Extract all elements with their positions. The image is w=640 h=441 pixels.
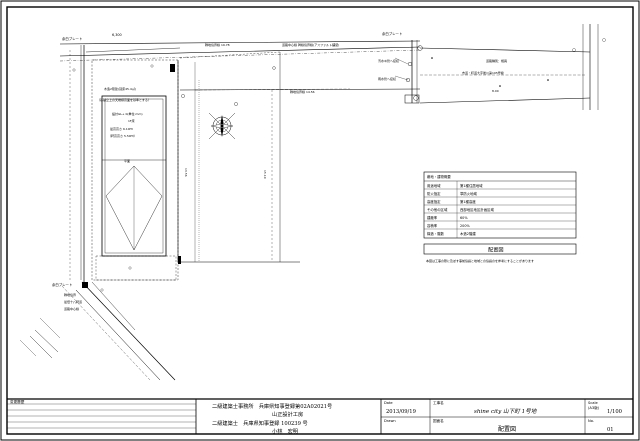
- corner-plate-label-tl: 余白ブレート: [62, 36, 82, 41]
- corner-plate-label-bl: 余白ブレート: [52, 282, 72, 287]
- date-value: 2013/09/19: [386, 409, 416, 415]
- drawn-label: Drawn: [384, 419, 396, 423]
- sheet-number: 01: [607, 427, 614, 433]
- rain-pipe-label: 雨水管へ接続: [378, 76, 396, 81]
- table-title: 敷地・建物概要: [427, 174, 451, 179]
- design-gl-label: 設計GL+ 0(単位:mm): [112, 111, 143, 116]
- road-label-b: 道路中心線 幹線境界線(アスファルト舗装): [282, 42, 339, 47]
- building-note-2: （基礎立上の天端標高面を基準とする）: [97, 97, 151, 102]
- scale-label: Scale: [588, 401, 598, 405]
- scale-paper-size: (A3版): [588, 405, 600, 410]
- office-registration: 二級建築士事務所 兵庫県知事登録第02A02021号: [212, 402, 332, 410]
- drawing-area: [19, 24, 606, 381]
- sheet-name: 配置図: [498, 426, 516, 433]
- road-name-label: 市道・町道大字後川第195号線: [462, 70, 504, 75]
- title-block: [7, 398, 633, 434]
- site-summary-table: 敷地・建物概要 用途地域 第1種住居地域 防火指定 準防火地域 高度指定 第1種…: [423, 171, 577, 263]
- date-label: Date: [384, 401, 393, 405]
- floor-label: 1F床: [128, 118, 135, 123]
- plan-box-title: 配置図: [488, 247, 504, 254]
- dimension-top: 6,300: [112, 33, 122, 37]
- right-lot: [394, 24, 606, 110]
- road-type-label: 道路種別：幅員: [486, 58, 507, 63]
- eave-height-label: （軒高高さ 5.50ｍ）: [108, 133, 137, 138]
- remarks-label: 変更履歴: [10, 399, 25, 404]
- table-key: 構造・階数: [427, 231, 445, 236]
- table-key: 高度指定: [427, 199, 441, 204]
- title-block-text: 変更履歴 二級建築士事務所 兵庫県知事登録第02A02021号 山正設計工房 二…: [10, 399, 622, 435]
- lot-label: 平面: [124, 159, 130, 163]
- max-height-label: 最高高さ 6.10ｍ: [110, 126, 133, 131]
- bottom-note-3: 道路中心線: [64, 306, 79, 311]
- project-label: 工事名: [433, 400, 444, 405]
- bottom-road: [19, 281, 176, 381]
- sheet-number-label: No.: [588, 419, 594, 423]
- sewer-connection-label: 汚水ヰ管へ接続: [378, 58, 399, 63]
- table-value: 200%: [460, 224, 470, 228]
- table-value: 西部地区地区計画区域: [460, 207, 495, 212]
- table-value: 木造2階建: [460, 231, 476, 236]
- north-arrow-icon: [208, 112, 236, 140]
- architect-name: 小林 宏明: [272, 427, 298, 435]
- architect-registration: 二級建築士 兵庫県知事登録 100239 号: [212, 419, 308, 427]
- right-boundary: [179, 51, 421, 263]
- top-road: [59, 40, 421, 62]
- plan-box-note: 本図は工事の際に及ぼす事前協議と地域との協議のを参考にすることがあります: [426, 258, 534, 263]
- table-key: 用途地域: [427, 183, 441, 188]
- bottom-note-2: 最低十八軒道: [64, 299, 82, 304]
- table-value: 第1種住居地域: [460, 183, 483, 188]
- building-outline: [101, 95, 167, 257]
- project-name: shine city 山下町 1号地: [474, 408, 538, 415]
- table-value: 準防火地域: [460, 191, 478, 196]
- table-key: 容積率: [427, 223, 438, 228]
- scale-value: 1/100: [607, 409, 622, 415]
- corner-plate-label-tr: 余白ブレート: [382, 31, 402, 36]
- table-value: 第1種高度: [460, 199, 476, 204]
- vertical-dim-right: 15.10: [263, 170, 267, 179]
- table-key: その他の区域: [427, 207, 448, 212]
- table-key: 建蔽率: [427, 215, 438, 220]
- table-key: 防火指定: [427, 191, 441, 196]
- road-width-dim: 8.00: [492, 89, 499, 93]
- drawing-labels: 余白ブレート 余白ブレート 余白ブレート 6,300 隣地境界線 19.78 道…: [52, 31, 507, 311]
- neighbor-boundary-label: 隣地境界線 14.56: [290, 89, 315, 94]
- office-name: 山正設計工房: [272, 410, 303, 418]
- sheet-name-label: 図面名: [433, 418, 444, 423]
- vertical-dim-left: 13.56: [184, 168, 188, 177]
- left-boundary: [69, 45, 85, 282]
- inner-border: [6, 6, 634, 435]
- road-label-a: 隣地境界線 19.78: [205, 42, 230, 47]
- bottom-note-1: 隣地境界: [64, 292, 76, 297]
- table-value: 60%: [460, 216, 468, 220]
- building-note-1: 木造2階建(延床45.4㎡): [104, 86, 136, 91]
